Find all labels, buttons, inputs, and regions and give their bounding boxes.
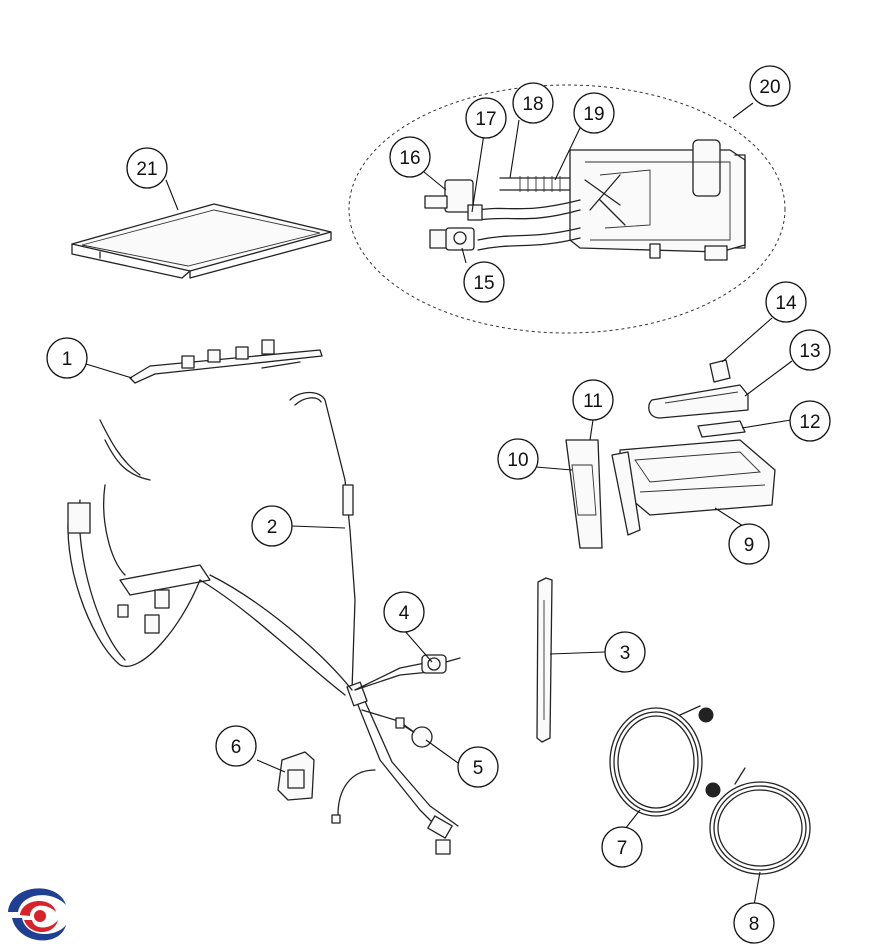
callout-label-6: 6 — [231, 737, 242, 758]
callout-label-16: 16 — [399, 148, 420, 169]
callout-label-8: 8 — [749, 914, 760, 935]
callout-label-2: 2 — [267, 517, 278, 538]
callout-label-10: 10 — [507, 450, 528, 471]
callout-12: 12 — [789, 400, 831, 442]
callout-21: 21 — [126, 147, 168, 189]
part-2-wire-harness — [67, 391, 459, 855]
callout-label-20: 20 — [759, 77, 780, 98]
part-21-top-panel — [71, 203, 332, 279]
part-9-drawer-housing — [611, 439, 776, 536]
callout-label-17: 17 — [475, 109, 496, 130]
callout-label-1: 1 — [62, 349, 73, 370]
callout-label-9: 9 — [744, 535, 755, 556]
callout-label-18: 18 — [522, 94, 543, 115]
callout-label-14: 14 — [775, 293, 797, 314]
brand-swirl-logo — [6, 886, 66, 946]
callout-label-4: 4 — [399, 603, 410, 624]
callout-9: 9 — [728, 523, 770, 565]
part-7-inlet-hose — [609, 705, 714, 817]
callout-5: 5 — [457, 746, 499, 788]
callout-4: 4 — [383, 591, 425, 633]
callout-19: 19 — [573, 92, 615, 134]
part-14-clip — [709, 359, 731, 383]
callout-2: 2 — [251, 505, 293, 547]
part-12-cap — [697, 420, 746, 438]
callout-label-11: 11 — [583, 391, 603, 412]
callout-label-19: 19 — [583, 104, 604, 125]
callout-3: 3 — [604, 631, 646, 673]
callout-6: 6 — [215, 725, 257, 767]
callout-10: 10 — [497, 438, 539, 480]
part-6-switch — [277, 751, 315, 801]
part-4-sensor — [421, 654, 461, 674]
part-5-round-sensor — [395, 717, 433, 748]
part-3-vertical-strip — [536, 577, 553, 743]
leader-lines — [85, 102, 793, 906]
callout-label-21: 21 — [136, 159, 157, 180]
callout-label-13: 13 — [799, 341, 820, 362]
callout-7: 7 — [601, 826, 643, 868]
part-13-dispenser-insert — [648, 384, 749, 419]
part-20-dispenser-assembly — [348, 84, 786, 334]
part-1-console-bracket — [129, 339, 323, 384]
callout-label-7: 7 — [617, 838, 628, 859]
callout-label-3: 3 — [620, 643, 631, 664]
callout-14: 14 — [765, 281, 807, 323]
callout-1: 1 — [46, 337, 88, 379]
callout-15: 15 — [463, 261, 505, 303]
callout-16: 16 — [389, 136, 431, 178]
callout-17: 17 — [465, 97, 507, 139]
callout-13: 13 — [789, 329, 831, 371]
callout-label-15: 15 — [473, 273, 494, 294]
callout-18: 18 — [512, 82, 554, 124]
callout-label-5: 5 — [473, 758, 484, 779]
part-8-inlet-hose — [705, 767, 811, 875]
callout-20: 20 — [749, 65, 791, 107]
callout-11: 11 — [572, 379, 614, 421]
part-10-drawer-front — [565, 439, 603, 549]
callout-8: 8 — [733, 902, 775, 944]
callout-label-12: 12 — [799, 412, 820, 433]
